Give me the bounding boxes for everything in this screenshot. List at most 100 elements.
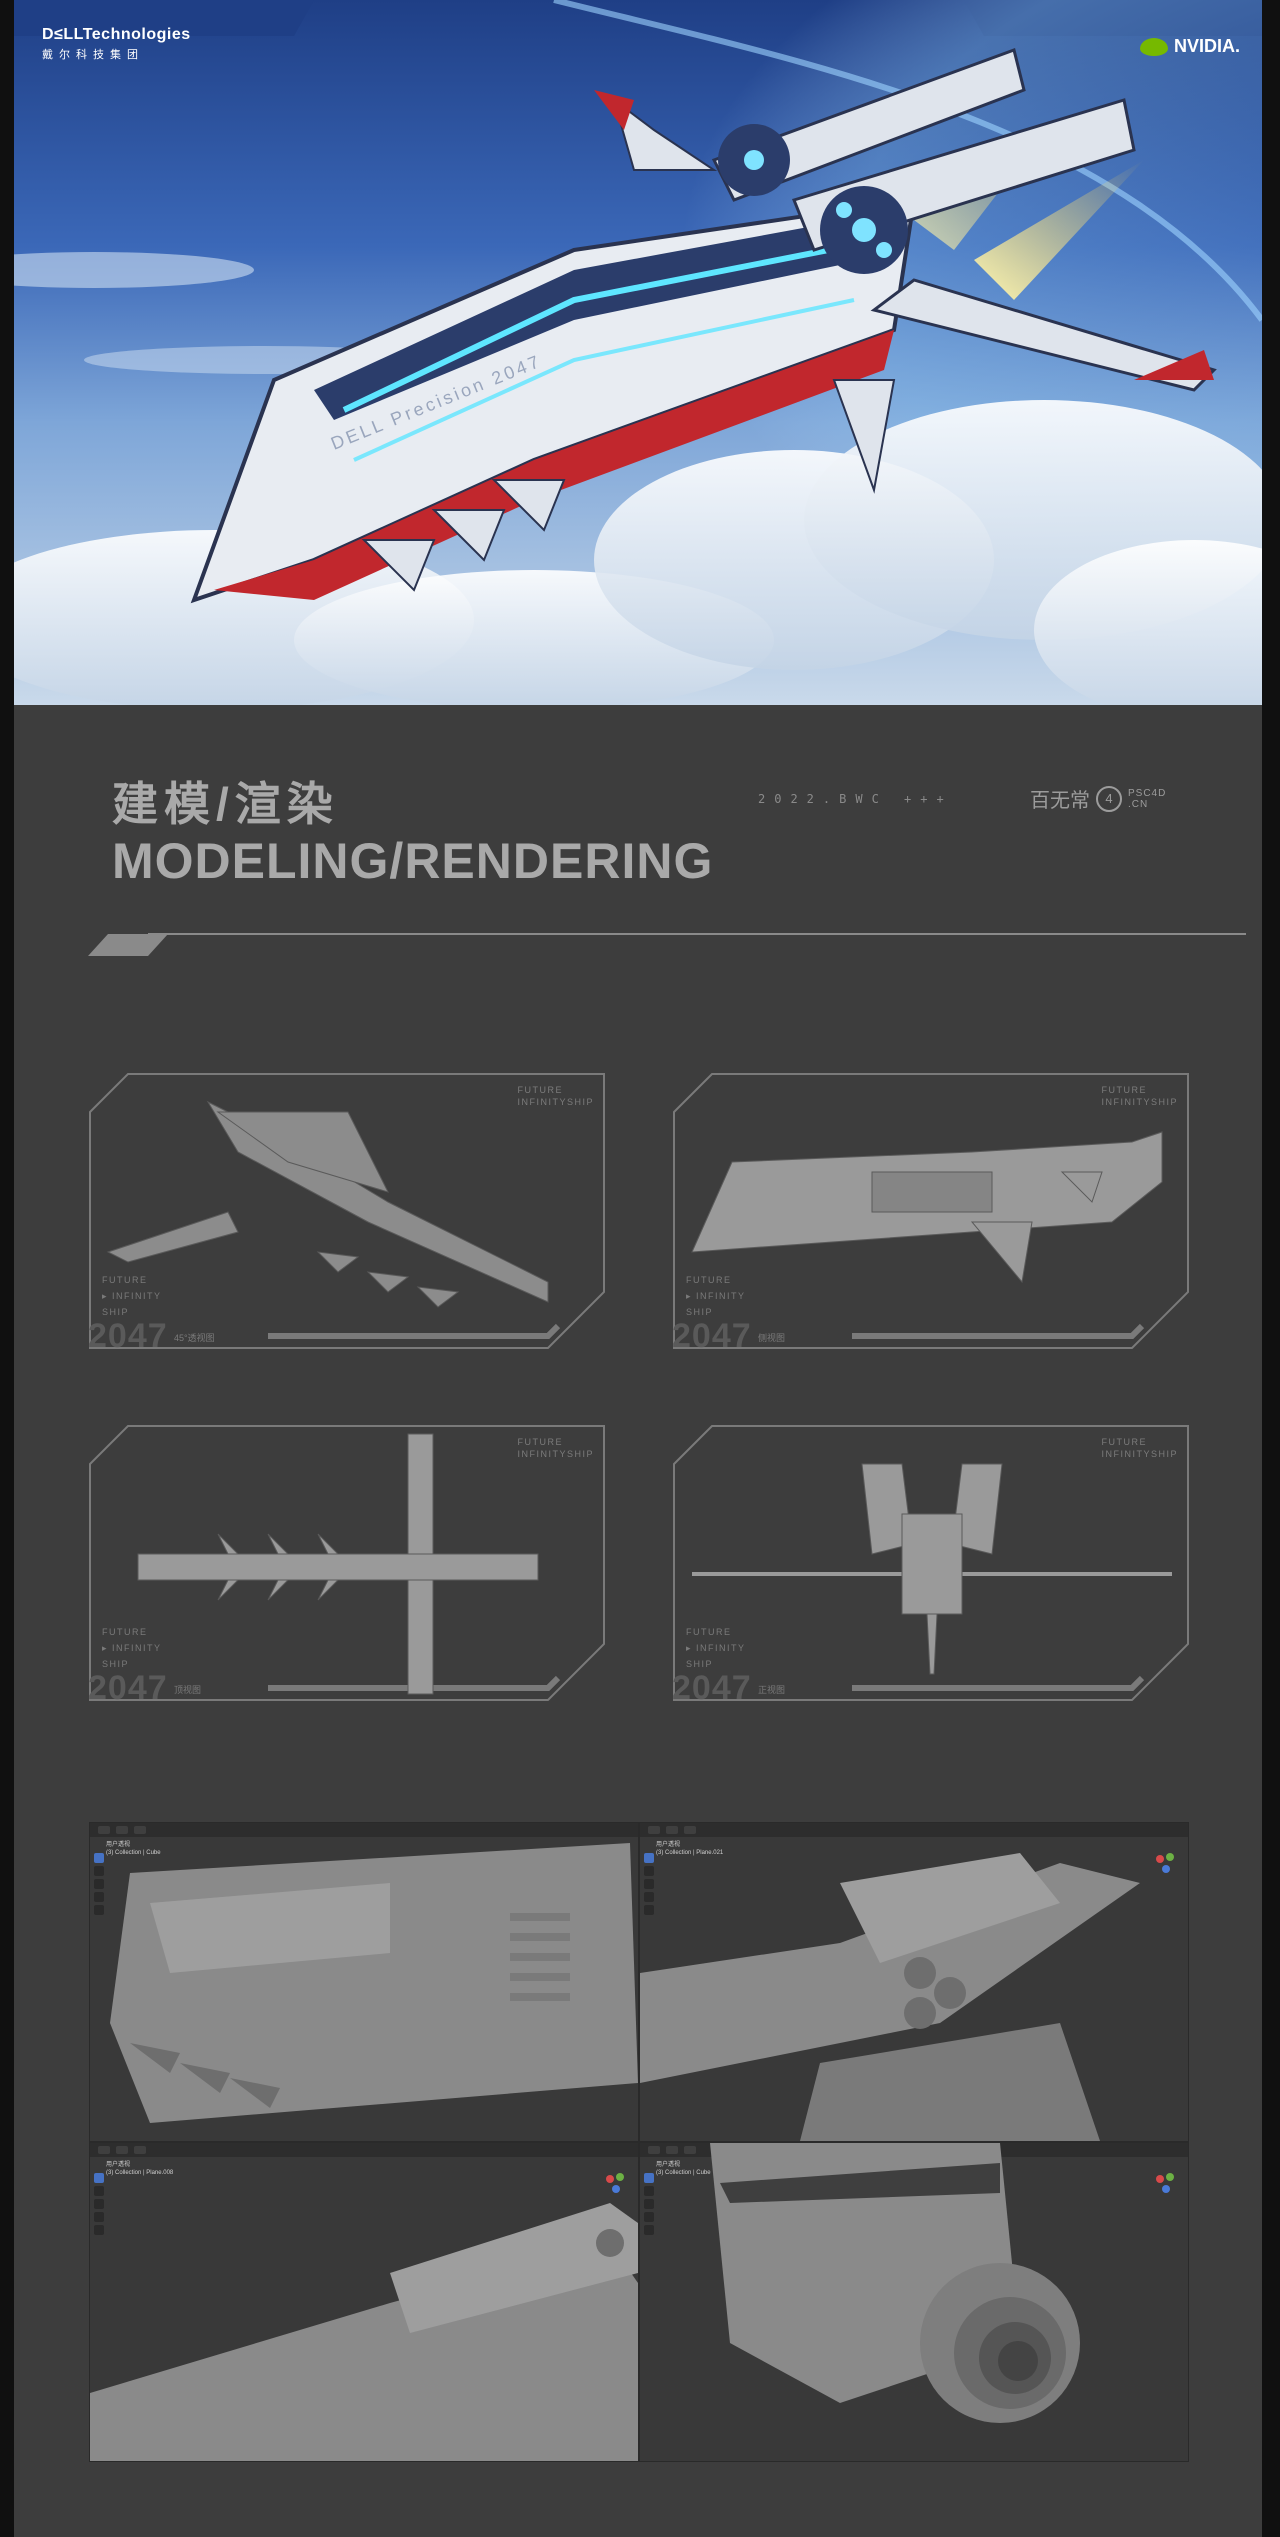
side-label-2: ▸ INFINITY [102,1291,162,1301]
axis-gizmo-icon[interactable] [604,2171,628,2195]
toolbar-button[interactable] [666,2146,678,2154]
rotate-tool-icon[interactable] [644,1892,654,1902]
panel-frame [673,1073,1189,1349]
tool-shelf[interactable] [94,2173,104,2235]
viewport-render [110,1843,638,2123]
toolbar-button[interactable] [98,2146,110,2154]
scale-tool-icon[interactable] [644,1905,654,1915]
toolbar-button[interactable] [648,2146,660,2154]
rotate-tool-icon[interactable] [94,2212,104,2222]
select-tool-icon[interactable] [644,2173,654,2183]
rotate-tool-icon[interactable] [94,1892,104,1902]
toolbar-button[interactable] [648,1826,660,1834]
toolbar-button[interactable] [134,2146,146,2154]
move-tool-icon[interactable] [644,2199,654,2209]
toolbar-button[interactable] [116,2146,128,2154]
tool-shelf[interactable] [94,1853,104,1915]
ship-model-side [691,1131,1163,1284]
brand-cn: 百无常 [1030,790,1090,812]
side-label-2: ▸ INFINITY [686,1643,746,1653]
viewport-render [90,2203,638,2461]
nvidia-logo: NVIDIA. [1139,36,1240,57]
dell-logo: D≤LLTechnologies 戴尔科技集团 [42,26,191,62]
rotate-tool-icon[interactable] [644,2212,654,2222]
side-label-1: FUTURE [102,1275,148,1285]
viewport-label: 用户透视(3) Collection | Plane.021 [656,1841,723,1857]
axis-gizmo-icon[interactable] [1154,1851,1178,1875]
viewport-toolbar[interactable] [90,1823,638,1837]
ship-model-perspective [106,1100,549,1308]
toolbar-button[interactable] [684,2146,696,2154]
infinity-text: INFINITYSHIP [517,1449,594,1459]
panel-side-label: FUTURE ▸ INFINITY SHIP [102,1624,162,1672]
side-label-3: SHIP [686,1659,714,1669]
ship-model-front [692,1463,1172,1675]
future-text: FUTURE [517,1085,563,1095]
brand-psc-text: PSC4D [1128,787,1167,799]
panel-view-label: 顶视图 [174,1685,202,1695]
scale-tool-icon[interactable] [94,2225,104,2235]
tool-shelf[interactable] [644,2173,654,2235]
future-text: FUTURE [1101,1085,1147,1095]
toolbar-button[interactable] [116,1826,128,1834]
toolbar-button[interactable] [684,1826,696,1834]
nvidia-eye-icon [1139,37,1168,56]
cursor-tool-icon[interactable] [644,1866,654,1876]
panel-view-label: 侧视图 [758,1333,786,1343]
toolbar-button[interactable] [666,1826,678,1834]
viewport-mode: 用户透视 [106,1842,131,1848]
future-text: FUTURE [517,1437,563,1447]
panel-frame [673,1425,1189,1701]
hero-illustration: DELL Precision 2047 [14,0,1262,705]
side-label-1: FUTURE [686,1627,732,1637]
viewport-toolbar[interactable] [90,2143,638,2157]
scale-tool-icon[interactable] [644,2225,654,2235]
side-label-3: SHIP [102,1659,130,1669]
cursor-tool-icon[interactable] [644,2186,654,2196]
panel-year: 2047 [88,1317,168,1355]
panel-year: 2047 [88,1669,168,1707]
panel-frame [89,1425,605,1701]
panel-side-label: FUTURE ▸ INFINITY SHIP [686,1624,746,1672]
viewport-object: (3) Collection | Cube [656,2170,711,2176]
move-tool-icon[interactable] [644,1879,654,1889]
axis-gizmo-icon[interactable] [1154,2171,1178,2195]
side-label-2: ▸ INFINITY [102,1643,162,1653]
viewport-mode: 用户透视 [656,1842,681,1848]
viewport-2[interactable]: 用户透视(3) Collection | Plane.021 [639,1822,1189,2142]
dell-cn-text: 戴尔科技集团 [42,49,144,61]
panel-year: 2047 [672,1669,752,1707]
viewport-1[interactable]: 用户透视(3) Collection | Cube [89,1822,639,2142]
nvidia-text: NVIDIA. [1173,36,1240,56]
side-label-2: ▸ INFINITY [686,1291,746,1301]
viewport-toolbar[interactable] [640,1823,1188,1837]
select-tool-icon[interactable] [94,1853,104,1863]
tool-shelf[interactable] [644,1853,654,1915]
dell-brand-text: D≤LLTechnologies [42,26,191,43]
viewport-3[interactable]: 用户透视(3) Collection | Plane.008 [89,2142,639,2462]
viewport-label: 用户透视(3) Collection | Cube [106,1841,161,1857]
cursor-tool-icon[interactable] [94,2186,104,2196]
move-tool-icon[interactable] [94,1879,104,1889]
panel-frame [89,1073,605,1349]
select-tool-icon[interactable] [94,2173,104,2183]
toolbar-button[interactable] [134,1826,146,1834]
cursor-tool-icon[interactable] [94,1866,104,1876]
side-label-1: FUTURE [102,1627,148,1637]
select-tool-icon[interactable] [644,1853,654,1863]
brand-cn-domain: .CN [1128,798,1149,810]
ship-model-top [137,1433,539,1695]
toolbar-button[interactable] [98,1826,110,1834]
move-tool-icon[interactable] [94,2199,104,2209]
scale-tool-icon[interactable] [94,1905,104,1915]
viewport-4[interactable]: 用户透视(3) Collection | Cube [639,2142,1189,2462]
side-label-3: SHIP [686,1307,714,1317]
